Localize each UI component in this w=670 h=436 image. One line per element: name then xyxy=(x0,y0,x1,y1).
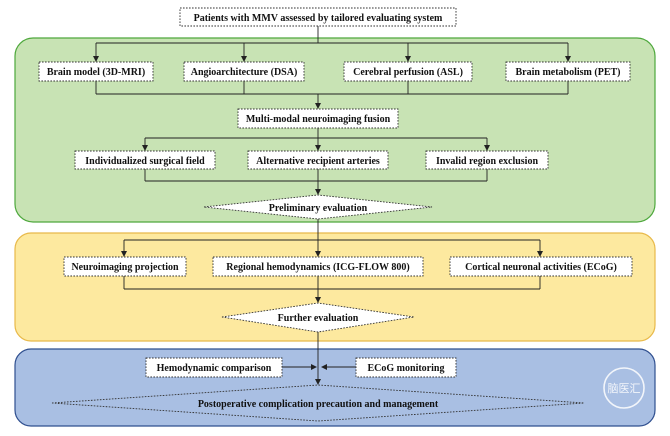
connectors-outputs xyxy=(144,169,488,195)
connectors-intraop xyxy=(123,276,541,303)
panel-neuroimaging xyxy=(14,37,656,223)
connectors-top xyxy=(93,26,571,62)
connectors-modalities xyxy=(95,81,569,109)
postop-box-hemodynamic-comparison: Hemodynamic comparison xyxy=(145,357,283,378)
output-label: Individualized surgical field xyxy=(85,156,205,167)
further-evaluation-diamond: Further evaluation xyxy=(221,302,415,333)
fusion-label: Multi-modal neuroimaging fusion xyxy=(246,114,391,125)
fusion-box: Multi-modal neuroimaging fusion xyxy=(237,108,399,129)
intraop-label: Regional hemodynamics (ICG-FLOW 800) xyxy=(226,262,409,273)
output-box-surgical-field: Individualized surgical field xyxy=(74,150,216,170)
preliminary-label: Preliminary evaluation xyxy=(269,203,368,214)
output-box-invalid-region: Invalid region exclusion xyxy=(425,150,549,170)
intraop-label: Cortical neuronal activities (ECoG) xyxy=(465,262,617,273)
watermark-logo: 脑医汇 xyxy=(603,367,645,409)
postop-label: ECoG monitoring xyxy=(368,363,445,374)
output-label: Invalid region exclusion xyxy=(436,156,538,167)
connectors-preliminary xyxy=(121,219,543,257)
output-label: Alternative recipient arteries xyxy=(256,156,380,167)
watermark-text: 脑医汇 xyxy=(608,382,641,395)
modality-box-pet: Brain metabolism (PET) xyxy=(505,61,631,82)
final-diamond: Postoperative complication precaution an… xyxy=(51,384,585,422)
modality-box-asl: Cerebral perfusion (ASL) xyxy=(343,61,473,82)
connectors-postop xyxy=(282,332,356,385)
modality-box-dsa: Angioarchitecture (DSA) xyxy=(183,61,305,82)
connectors-fusion xyxy=(142,128,490,151)
modality-label: Brain model (3D-MRI) xyxy=(47,67,145,78)
modality-label: Brain metabolism (PET) xyxy=(516,67,621,78)
intraop-label: Neuroimaging projection xyxy=(71,262,179,273)
further-label: Further evaluation xyxy=(278,313,359,324)
intraop-box-ecog: Cortical neuronal activities (ECoG) xyxy=(449,256,633,277)
preliminary-evaluation-diamond: Preliminary evaluation xyxy=(203,194,433,220)
intraop-box-hemodynamics: Regional hemodynamics (ICG-FLOW 800) xyxy=(212,256,424,277)
modality-box-mri: Brain model (3D-MRI) xyxy=(38,61,154,82)
top-box: Patients with MMV assessed by tailored e… xyxy=(179,7,457,27)
top-box-label: Patients with MMV assessed by tailored e… xyxy=(194,13,443,24)
modality-label: Angioarchitecture (DSA) xyxy=(191,67,298,78)
output-box-recipient-arteries: Alternative recipient arteries xyxy=(247,150,389,170)
postop-box-ecog-monitoring: ECoG monitoring xyxy=(355,357,457,378)
modality-label: Cerebral perfusion (ASL) xyxy=(353,67,463,78)
postop-label: Hemodynamic comparison xyxy=(157,363,272,374)
intraop-box-projection: Neuroimaging projection xyxy=(63,256,187,277)
final-label: Postoperative complication precaution an… xyxy=(198,399,439,410)
